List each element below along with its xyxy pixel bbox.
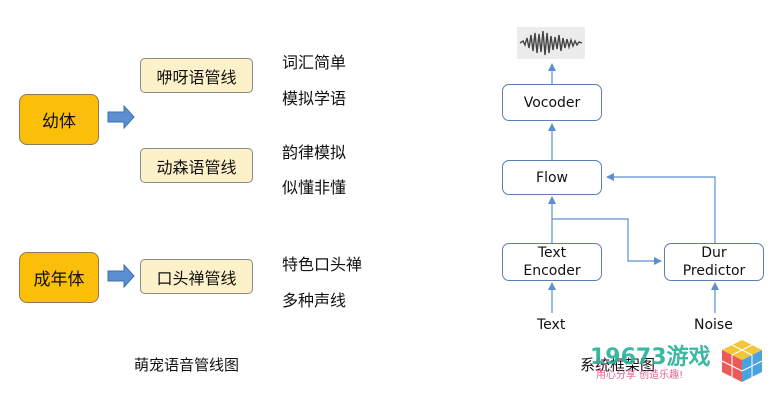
pipeline-catchphrase-label: 口头禅管线 <box>156 268 237 288</box>
node-dur-predictor-line2: Predictor <box>682 263 746 279</box>
feature-simple-vocab: 词汇简单 <box>282 53 347 72</box>
feature-imitate-speech: 模拟学语 <box>282 89 347 108</box>
left-caption: 萌宠语音管线图 <box>134 356 240 374</box>
right-caption: 系统框架图 <box>580 356 656 374</box>
feature-multiple-voices: 多种声线 <box>282 291 347 310</box>
node-dur-predictor-line1: Dur <box>701 245 727 261</box>
node-vocoder-label: Vocoder <box>523 94 581 111</box>
waveform-icon <box>517 27 585 59</box>
pipeline-animal-crossing-label: 动森语管线 <box>156 157 237 177</box>
feature-prosody-imitation: 韵律模拟 <box>282 143 347 162</box>
pipeline-catchphrase: 口头禅管线 <box>140 259 253 294</box>
stage-juvenile-label: 幼体 <box>42 112 76 132</box>
watermark-brand: 19673游戏 <box>590 345 711 370</box>
stage-juvenile: 幼体 <box>19 94 99 145</box>
arrow-adult <box>107 263 135 289</box>
input-noise: Noise <box>694 317 733 333</box>
edge-dur-to-flow <box>606 173 716 243</box>
node-vocoder: Vocoder <box>502 84 602 121</box>
watermark-slogan: 用心分享 创造乐趣! <box>596 370 684 381</box>
pipeline-babble-label: 咿呀语管线 <box>156 67 237 87</box>
node-dur-predictor: Dur Predictor <box>664 243 764 281</box>
node-text-encoder: Text Encoder <box>502 243 602 281</box>
feature-half-understand: 似懂非懂 <box>282 178 347 197</box>
stage-adult: 成年体 <box>19 252 99 303</box>
pipeline-animal-crossing: 动森语管线 <box>140 148 253 183</box>
input-text: Text <box>537 317 566 333</box>
pipeline-babble: 咿呀语管线 <box>140 58 253 93</box>
stage-adult-label: 成年体 <box>33 270 85 290</box>
feature-signature-catchphrase: 特色口头禅 <box>282 255 363 274</box>
node-text-encoder-line1: Text <box>537 245 567 261</box>
node-flow-label: Flow <box>536 169 568 186</box>
node-flow: Flow <box>502 160 602 195</box>
edge-encoder-to-dur <box>552 218 662 265</box>
node-text-encoder-line2: Encoder <box>523 263 581 279</box>
arrow-juvenile <box>107 104 135 130</box>
